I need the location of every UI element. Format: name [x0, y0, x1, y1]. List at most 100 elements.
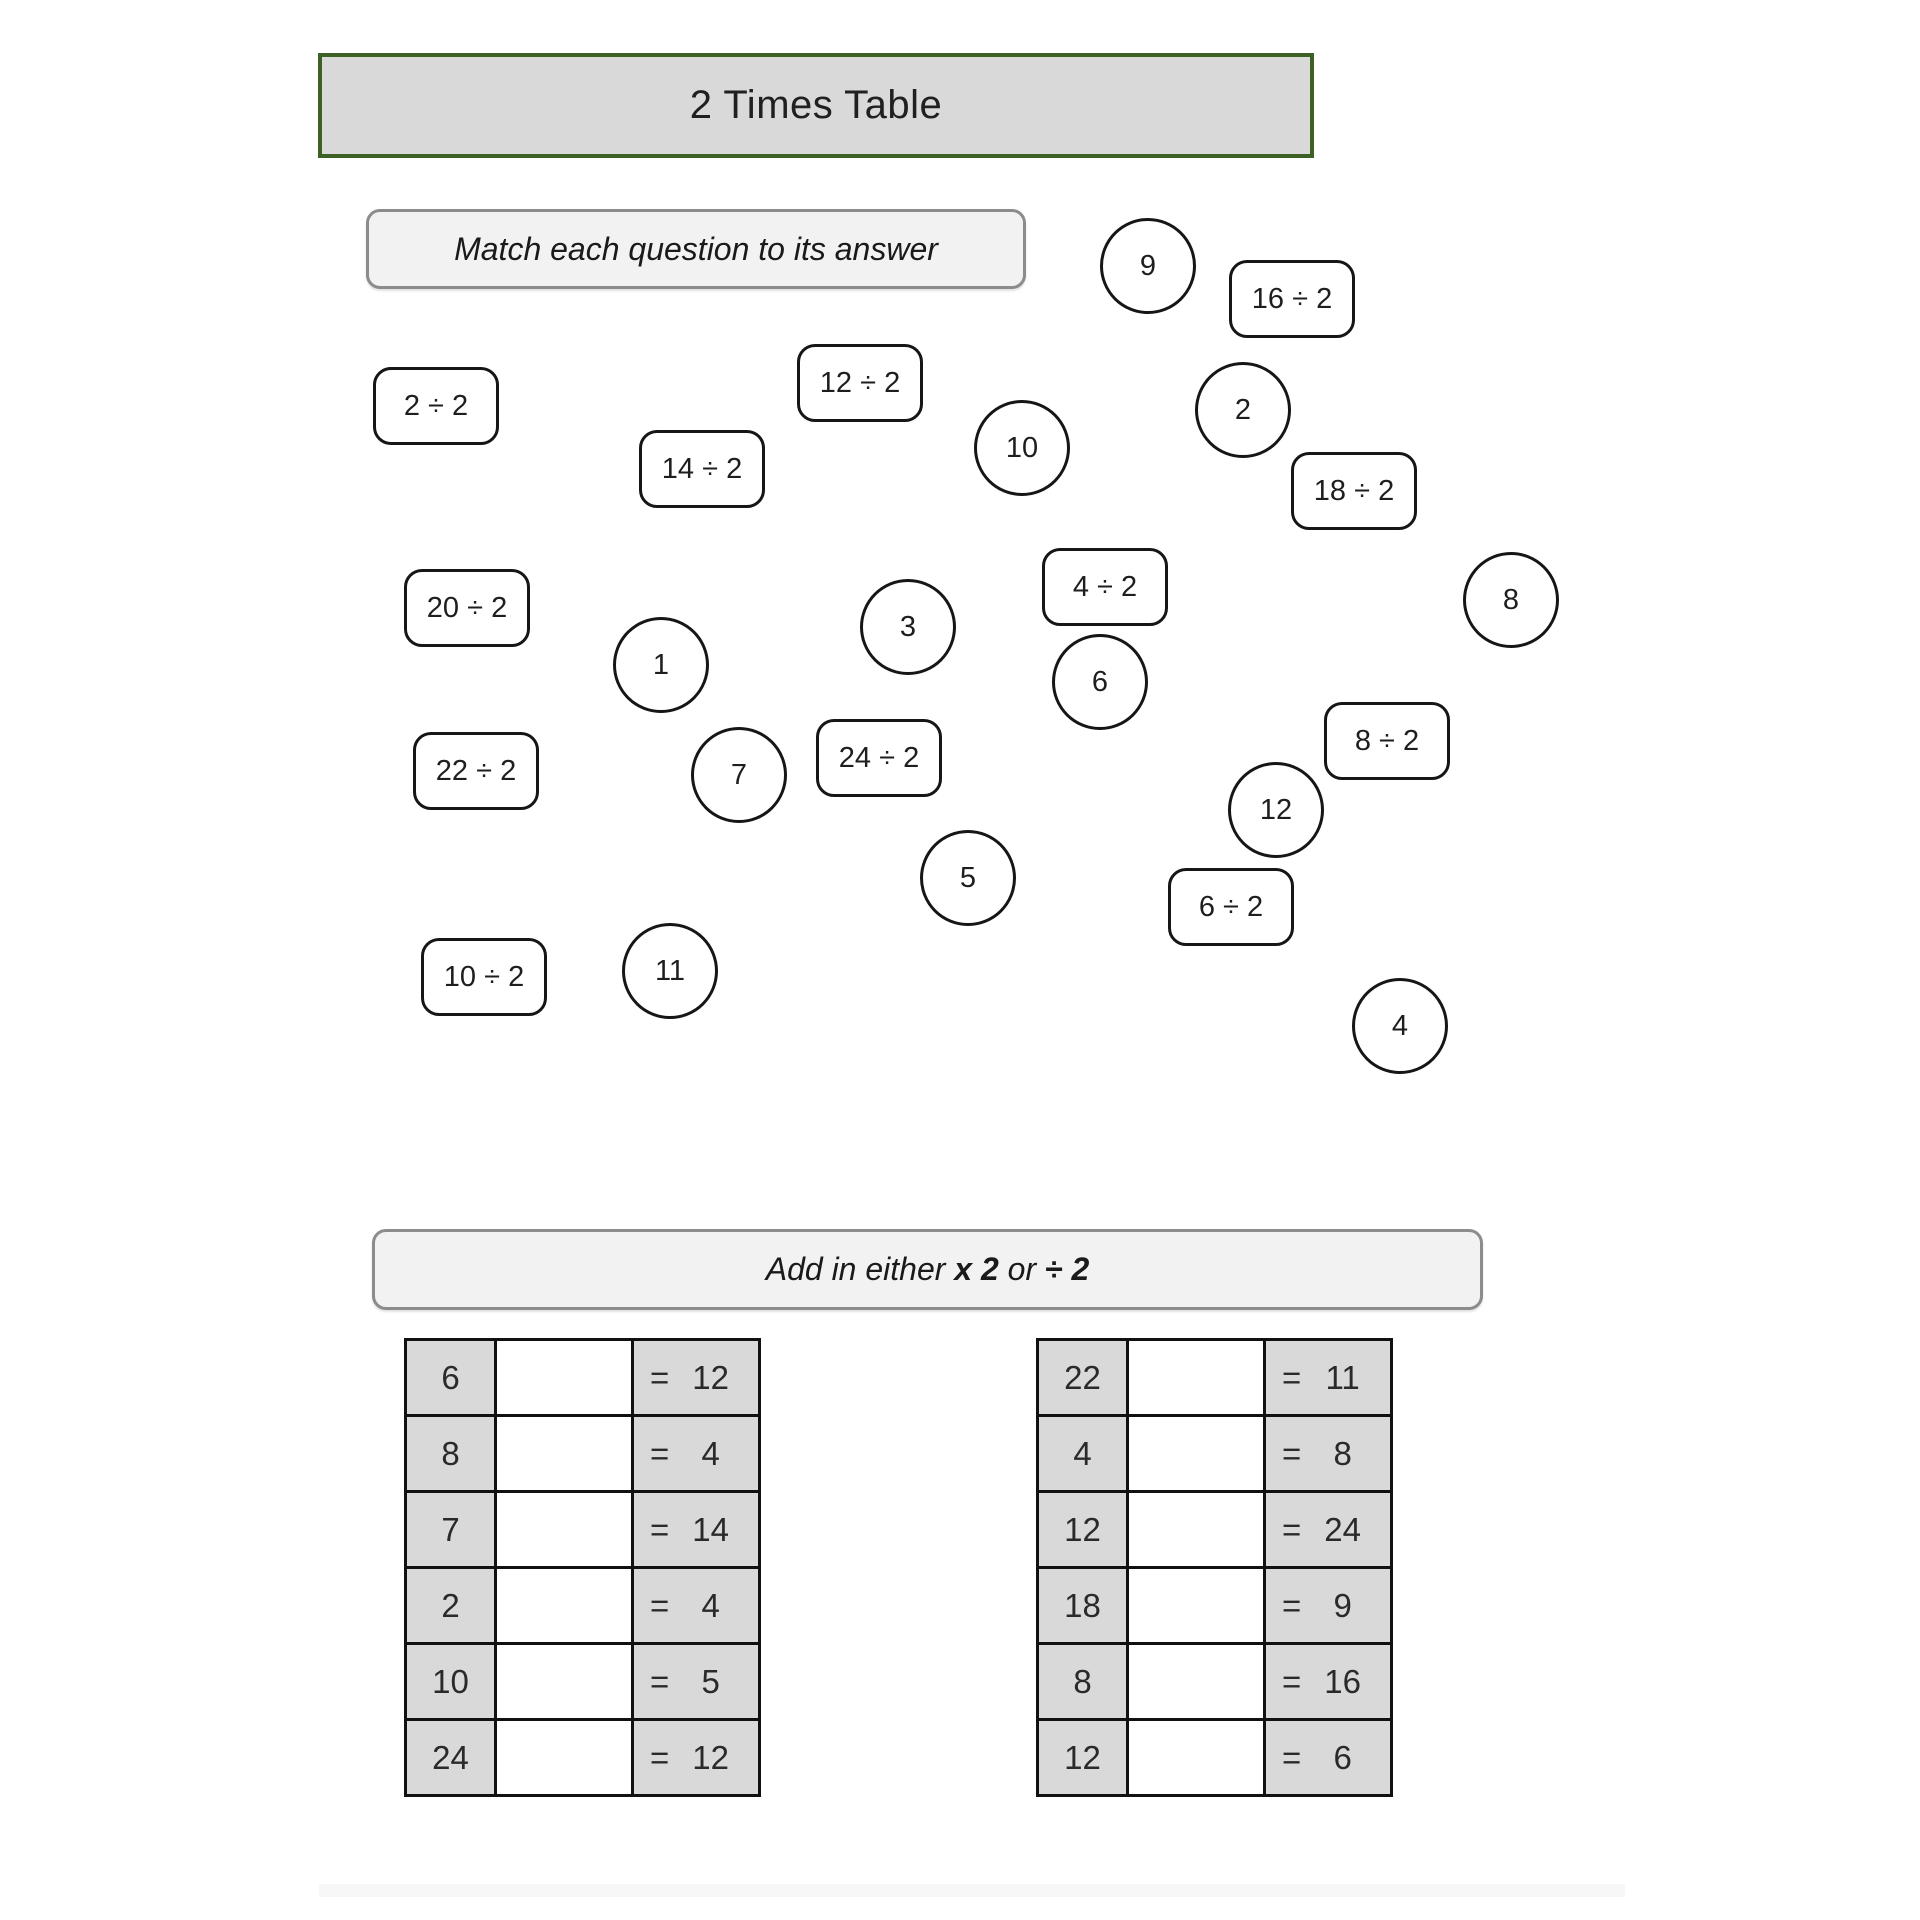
table-row: 4=8: [1036, 1414, 1393, 1493]
page-title: 2 Times Table: [689, 83, 943, 127]
operand-cell: 22: [1036, 1338, 1129, 1417]
table-row: 6 =12: [404, 1338, 761, 1417]
equals-sign: =: [1282, 1662, 1302, 1700]
fill-instruction-text: Add in either x 2 or ÷ 2: [766, 1251, 1090, 1288]
answer-circle[interactable]: 10: [974, 400, 1070, 496]
result-cell: =4: [631, 1414, 761, 1493]
table-row: 7 = 14: [404, 1490, 761, 1569]
answer-label: 7: [730, 758, 748, 791]
question-label: 24 ÷ 2: [838, 741, 920, 774]
result-cell: =4: [631, 1566, 761, 1645]
result-cell: =12: [631, 1338, 761, 1417]
matching-instruction-text: Match each question to its answer: [454, 230, 938, 267]
question-box[interactable]: 4 ÷ 2: [1042, 548, 1168, 626]
answer-input-cell[interactable]: [494, 1718, 634, 1797]
answer-input-cell[interactable]: [494, 1566, 634, 1645]
answer-input-cell[interactable]: [494, 1642, 634, 1721]
answer-label: 9: [1139, 249, 1157, 282]
operand-cell: 4: [1036, 1414, 1129, 1493]
answer-input-cell[interactable]: [1126, 1642, 1266, 1721]
result-value: 24: [1324, 1510, 1361, 1548]
matching-instruction-panel: Match each question to its answer: [366, 209, 1026, 289]
answer-circle[interactable]: 3: [860, 579, 956, 675]
answer-circle[interactable]: 6: [1052, 634, 1148, 730]
question-label: 12 ÷ 2: [819, 366, 901, 399]
question-label: 10 ÷ 2: [443, 960, 525, 993]
answer-input-cell[interactable]: [1126, 1490, 1266, 1569]
operand-cell: 12: [1036, 1490, 1129, 1569]
answer-label: 6: [1091, 665, 1109, 698]
equals-sign: =: [650, 1510, 670, 1548]
question-label: 20 ÷ 2: [426, 591, 508, 624]
equals-sign: =: [650, 1434, 670, 1472]
operand-cell: 7: [404, 1490, 497, 1569]
result-value: 9: [1333, 1586, 1352, 1624]
result-cell: =11: [1263, 1338, 1393, 1417]
answer-circle[interactable]: 1: [613, 617, 709, 713]
table-row: 24=12: [404, 1718, 761, 1797]
equals-sign: =: [650, 1358, 670, 1396]
table-row: 18=9: [1036, 1566, 1393, 1645]
table-row: 22 =11: [1036, 1338, 1393, 1417]
question-box[interactable]: 16 ÷ 2: [1229, 260, 1355, 338]
table-row: 8 = 16: [1036, 1642, 1393, 1721]
table-row: 2=4: [404, 1566, 761, 1645]
answer-circle[interactable]: 9: [1100, 218, 1196, 314]
question-label: 4 ÷ 2: [1072, 570, 1138, 603]
question-box[interactable]: 2 ÷ 2: [373, 367, 499, 445]
equals-sign: =: [1282, 1358, 1302, 1396]
worksheet-title-bar: 2 Times Table: [318, 53, 1314, 158]
answer-circle[interactable]: 7: [691, 727, 787, 823]
question-label: 6 ÷ 2: [1198, 890, 1264, 923]
question-box[interactable]: 22 ÷ 2: [413, 732, 539, 810]
operand-cell: 6: [404, 1338, 497, 1417]
answer-circle[interactable]: 2: [1195, 362, 1291, 458]
equals-sign: =: [650, 1586, 670, 1624]
question-label: 14 ÷ 2: [661, 452, 743, 485]
question-box[interactable]: 20 ÷ 2: [404, 569, 530, 647]
result-value: 8: [1333, 1434, 1352, 1472]
answer-input-cell[interactable]: [1126, 1566, 1266, 1645]
answer-label: 8: [1502, 583, 1520, 616]
fill-instruction-middle: or: [998, 1251, 1046, 1287]
result-cell: = 24: [1263, 1490, 1393, 1569]
operand-cell: 24: [404, 1718, 497, 1797]
question-box[interactable]: 24 ÷ 2: [816, 719, 942, 797]
question-box[interactable]: 12 ÷ 2: [797, 344, 923, 422]
result-value: 16: [1324, 1662, 1361, 1700]
question-label: 22 ÷ 2: [435, 754, 517, 787]
question-box[interactable]: 18 ÷ 2: [1291, 452, 1417, 530]
answer-input-cell[interactable]: [494, 1338, 634, 1417]
question-label: 16 ÷ 2: [1251, 282, 1333, 315]
question-box[interactable]: 8 ÷ 2: [1324, 702, 1450, 780]
answer-circle[interactable]: 12: [1228, 762, 1324, 858]
answer-input-cell[interactable]: [494, 1490, 634, 1569]
question-box[interactable]: 14 ÷ 2: [639, 430, 765, 508]
answer-input-cell[interactable]: [1126, 1338, 1266, 1417]
operand-cell: 10: [404, 1642, 497, 1721]
result-value: 14: [692, 1510, 729, 1548]
answer-label: 10: [1005, 431, 1039, 464]
answer-label: 5: [959, 861, 977, 894]
answer-circle[interactable]: 4: [1352, 978, 1448, 1074]
answer-label: 12: [1259, 793, 1293, 826]
answer-input-cell[interactable]: [1126, 1414, 1266, 1493]
question-box[interactable]: 10 ÷ 2: [421, 938, 547, 1016]
answer-circle[interactable]: 11: [622, 923, 718, 1019]
answer-input-cell[interactable]: [494, 1414, 634, 1493]
answer-circle[interactable]: 5: [920, 830, 1016, 926]
question-label: 2 ÷ 2: [403, 389, 469, 422]
table-row: 8=4: [404, 1414, 761, 1493]
operand-cell: 8: [1036, 1642, 1129, 1721]
table-row: 12 = 24: [1036, 1490, 1393, 1569]
question-box[interactable]: 6 ÷ 2: [1168, 868, 1294, 946]
answer-input-cell[interactable]: [1126, 1718, 1266, 1797]
result-cell: = 16: [1263, 1642, 1393, 1721]
result-value: 4: [701, 1434, 720, 1472]
table-row: 12=6: [1036, 1718, 1393, 1797]
equals-sign: =: [1282, 1738, 1302, 1776]
equals-sign: =: [1282, 1510, 1302, 1548]
answer-circle[interactable]: 8: [1463, 552, 1559, 648]
